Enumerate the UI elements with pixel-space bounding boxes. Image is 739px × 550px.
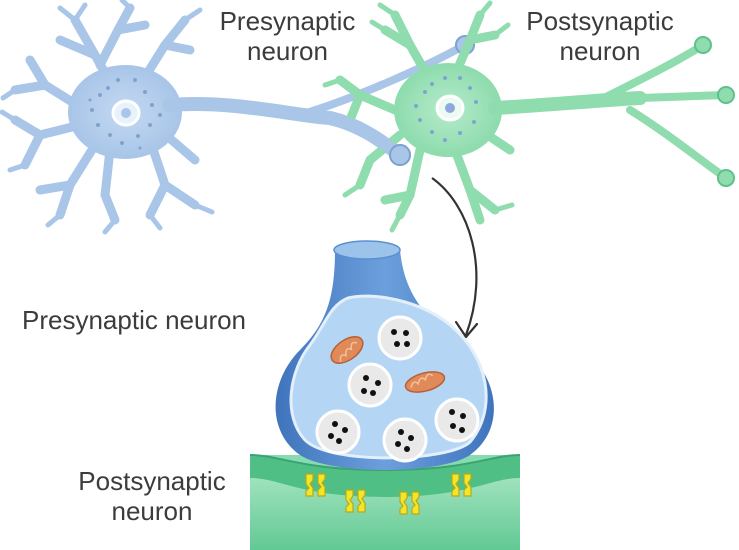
top-postsynaptic-label-line2: neuron: [559, 36, 641, 66]
synaptic-vesicle-icon: [347, 362, 393, 408]
mitochondrion-icon: [330, 336, 364, 364]
top-postsynaptic-label-line1: Postsynaptic: [526, 6, 674, 36]
synapse-presynaptic-label: Presynaptic neuron: [22, 305, 247, 335]
receptor-icon: [399, 491, 420, 515]
synapse-postsynaptic-label: Postsynaptic neuron: [52, 466, 252, 526]
synapse-postsynaptic-label-line1: Postsynaptic: [78, 466, 226, 496]
synapse-postsynaptic-label-line2: neuron: [111, 496, 193, 526]
synaptic-vesicle-icon: [382, 417, 428, 463]
postsynaptic-neuron: [322, 0, 735, 233]
top-presynaptic-label: Presynaptic neuron: [200, 6, 375, 66]
receptor-icon: [451, 473, 472, 497]
mitochondrion-icon: [404, 371, 446, 393]
curved-arrow-icon: [431, 177, 479, 339]
receptor-icon: [305, 473, 326, 497]
receptor-icon: [345, 489, 366, 513]
synaptic-vesicle-icon: [377, 315, 423, 361]
top-presynaptic-label-line2: neuron: [247, 36, 328, 66]
synaptic-vesicle-icon: [315, 409, 361, 455]
synaptic-vesicle-icon: [434, 397, 480, 443]
presynaptic-neuron: [0, 0, 475, 235]
top-postsynaptic-label: Postsynaptic neuron: [500, 6, 700, 66]
top-presynaptic-label-line1: Presynaptic: [219, 6, 356, 36]
